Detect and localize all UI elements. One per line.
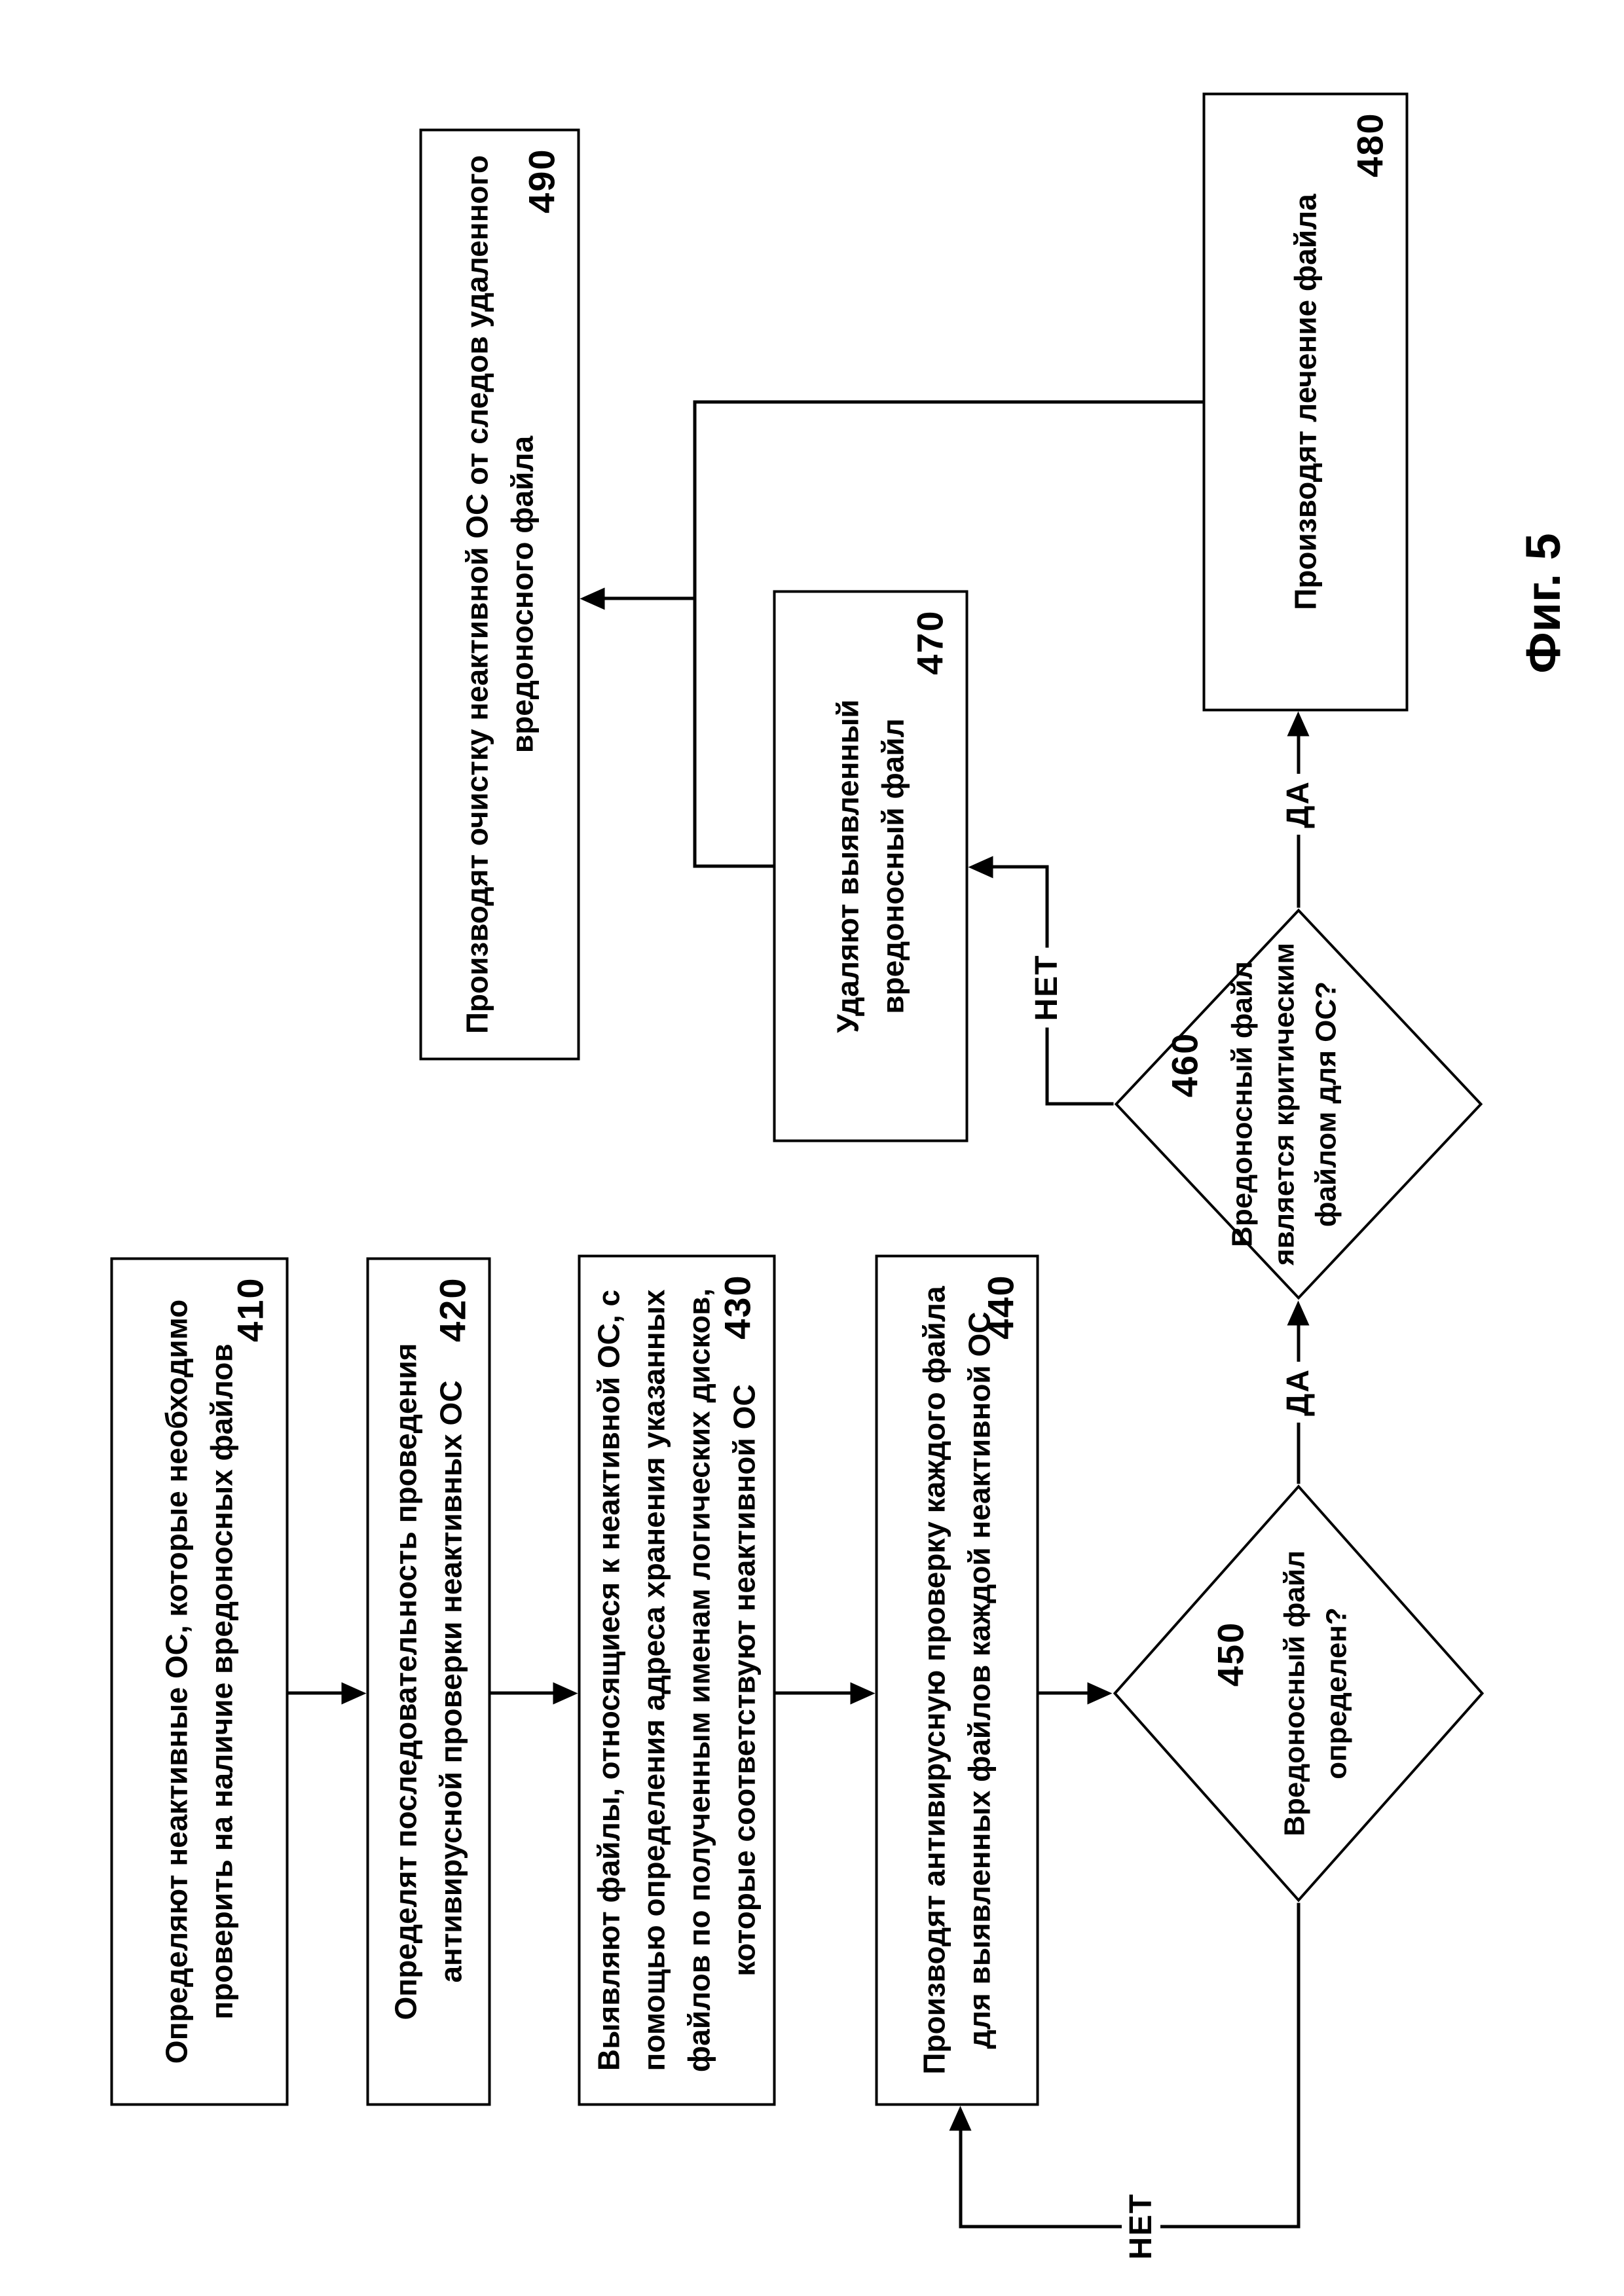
arrowhead-right-icon <box>1287 711 1310 737</box>
edge-450-440-line <box>959 2130 963 2229</box>
edge-420-430-line <box>490 1691 553 1695</box>
flow-box-410-line: проверить на наличие вредоносных файлов <box>204 1343 239 2020</box>
flow-box-440-line: Производят антивирусную проверку каждого… <box>917 1286 951 2075</box>
flow-box-430-line: файлов по полученным именам логических д… <box>682 1288 716 2073</box>
arrowhead-down-icon <box>850 1682 876 1705</box>
edge-bus-490-line <box>603 596 695 600</box>
flow-box-470-line: Удаляют выявленный <box>830 699 865 1033</box>
flow-diamond-460-line: является критическим <box>1268 942 1301 1266</box>
flow-box-430-line: Выявляют файлы, относящиеся к неактивной… <box>591 1289 626 2071</box>
edge-480-490-line <box>694 400 1203 404</box>
ref-number-450: 450 <box>1209 1621 1251 1687</box>
flow-box-470-line: вредоносный файл <box>876 718 910 1014</box>
flow-box-420-line: Определят последовательность проведения <box>388 1343 423 2020</box>
arrowhead-right-icon <box>949 2105 972 2131</box>
flow-box-410: Определяют неактивные ОС, которые необхо… <box>110 1257 289 2106</box>
flow-box-410-line: Определяют неактивные ОС, которые необхо… <box>159 1299 194 2064</box>
arrowhead-down-icon <box>1087 1682 1113 1705</box>
flow-box-480: Производят лечение файла 480 <box>1202 92 1409 712</box>
arrowhead-up-icon <box>968 856 993 879</box>
edge-460-470-line <box>990 865 1047 869</box>
ref-number-410: 410 <box>229 1277 271 1342</box>
ref-number-420: 420 <box>432 1277 473 1342</box>
ref-number-460: 460 <box>1164 1032 1206 1098</box>
flow-box-490-line: вредоносного файла <box>505 435 539 754</box>
flow-box-490: Производят очистку неактивной ОС от след… <box>419 128 580 1061</box>
flow-box-470: Удаляют выявленный вредоносный файл 470 <box>773 590 969 1142</box>
ref-number-480: 480 <box>1349 112 1391 177</box>
ref-number-470: 470 <box>909 610 951 675</box>
flow-box-490-line: Производят очистку неактивной ОС от след… <box>460 155 494 1034</box>
flow-box-420: Определят последовательность проведения … <box>366 1257 491 2106</box>
ref-number-490: 490 <box>521 148 563 213</box>
arrowhead-down-icon <box>553 1682 578 1705</box>
edge-470-490-line <box>694 864 773 868</box>
flow-box-430: Выявляют файлы, относящиеся к неактивной… <box>578 1254 776 2106</box>
flow-diamond-460-line: Вредоносный файл <box>1226 961 1259 1247</box>
flow-diamond-450-content: 450 Вредоносный файл определен? <box>1113 1484 1485 1903</box>
flow-diamond-450: 450 Вредоносный файл определен? <box>1113 1484 1485 1903</box>
diamond-outline-icon <box>1113 1484 1485 1903</box>
ref-number-430: 430 <box>716 1274 758 1339</box>
flow-box-430-line: которые соответствуют неактивной ОС <box>727 1384 762 1977</box>
edge-430-440-line <box>775 1691 851 1695</box>
ref-number-440: 440 <box>980 1274 1022 1339</box>
flow-box-440: Производят антивирусную проверку каждого… <box>875 1254 1039 2106</box>
edge-label-da-460-480: ДА <box>1279 774 1318 835</box>
edge-410-420-line <box>288 1691 343 1695</box>
arrowhead-right-icon <box>1287 1300 1310 1326</box>
edge-440-450-line <box>1039 1691 1088 1695</box>
flow-diamond-450-line: определен? <box>1320 1607 1353 1779</box>
diamond-outline-icon <box>1114 908 1483 1300</box>
flow-box-440-line: для выявленных файлов каждой неактивной … <box>962 1311 997 2049</box>
flow-diamond-460-line: файлом для ОС? <box>1310 981 1342 1228</box>
edge-merge-bus-line <box>693 400 697 868</box>
arrowhead-down-icon <box>341 1682 367 1705</box>
flow-diamond-450-text: Вредоносный файл определен? <box>1274 1550 1358 1836</box>
flow-diamond-460-content: 460 Вредоносный файл является критически… <box>1114 908 1484 1301</box>
flow-diamond-450-line: Вредоносный файл <box>1278 1550 1311 1836</box>
edge-label-net-450-440: НЕТ <box>1122 2186 1160 2267</box>
edge-label-net-460-470: НЕТ <box>1027 947 1066 1028</box>
edge-label-da-450-460: ДА <box>1279 1362 1318 1423</box>
edge-450-440-line <box>1297 1903 1301 2229</box>
edge-460-470-line <box>1046 1102 1114 1106</box>
flow-box-430-line: помощью определения адреса хранения указ… <box>637 1289 671 2071</box>
flow-box-420-line: антивирусной проверки неактивных ОС <box>434 1380 468 1983</box>
flow-diamond-460-text: Вредоносный файл является критическим фа… <box>1222 943 1347 1266</box>
flow-diamond-460: 460 Вредоносный файл является критически… <box>1114 908 1484 1301</box>
arrowhead-up-icon <box>580 587 605 610</box>
flow-box-480-line: Производят лечение файла <box>1288 194 1322 610</box>
figure-caption: Фиг. 5 <box>1516 533 1570 674</box>
